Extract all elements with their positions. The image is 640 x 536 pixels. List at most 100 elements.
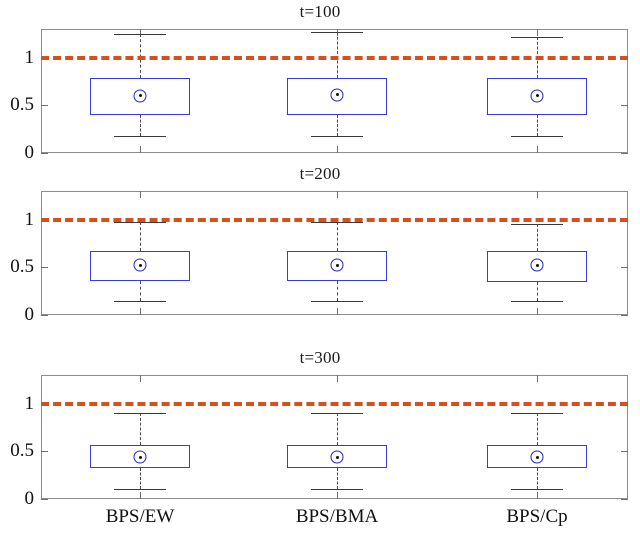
y-tick-mark (41, 105, 48, 107)
whisker-lower (140, 114, 141, 136)
y-tick-label: 0.5 (10, 440, 34, 462)
whisker-upper (140, 222, 141, 252)
y-tick-label: 0 (24, 488, 35, 509)
whisker-lower (140, 280, 141, 301)
whisker-cap-upper (114, 33, 166, 35)
y-tick-mark-right (621, 105, 628, 107)
x-tick-mark (537, 146, 538, 153)
whisker-lower (337, 467, 338, 489)
median-marker (133, 258, 147, 272)
whisker-lower (140, 467, 141, 489)
x-tick-mark (337, 308, 338, 315)
y-tick-label: 0.5 (10, 256, 34, 278)
median-marker (330, 88, 344, 102)
x-tick-mark (140, 146, 141, 153)
y-tick-mark-right (621, 315, 628, 316)
median-marker (330, 450, 344, 464)
whisker-cap-lower (114, 488, 166, 490)
whisker-cap-upper (511, 224, 563, 226)
y-tick-label: 0 (24, 142, 35, 163)
x-tick-mark (537, 308, 538, 315)
x-tick-mark-top (537, 29, 538, 36)
y-tick-label: 1 (24, 46, 35, 68)
median-marker (133, 450, 147, 464)
y-tick-mark (41, 315, 48, 316)
median-marker (530, 450, 544, 464)
whisker-cap-lower (511, 135, 563, 137)
whisker-lower (337, 280, 338, 301)
x-tick-mark (337, 492, 338, 499)
x-tick-mark-top (140, 191, 141, 198)
whisker-upper (537, 413, 538, 445)
y-tick-label: 1 (24, 208, 35, 230)
x-tick-mark-top (337, 375, 338, 382)
whisker-cap-upper (311, 31, 363, 33)
box-BPS-BMA (287, 251, 387, 281)
y-tick-label: 0 (24, 304, 35, 325)
x-category-label-2: BPS/BMA (295, 506, 379, 527)
y-tick-label: 0.5 (10, 94, 34, 116)
whisker-cap-lower (311, 300, 363, 302)
whisker-lower (537, 281, 538, 301)
whisker-cap-upper (114, 413, 166, 415)
box-BPS-Cp (487, 77, 587, 115)
whisker-upper (337, 31, 338, 78)
whisker-cap-lower (311, 135, 363, 137)
y-tick-mark-right (621, 451, 628, 453)
median-marker (530, 258, 544, 272)
y-tick-mark (41, 451, 48, 453)
whisker-cap-lower (511, 300, 563, 302)
box-BPS-BMA (287, 444, 387, 468)
box-BPS-Cp (487, 444, 587, 468)
reference-line (41, 401, 628, 406)
whisker-cap-upper (511, 413, 563, 415)
box-BPS-EW (90, 77, 190, 115)
box-BPS-BMA (287, 77, 387, 115)
plot-area-3 (41, 375, 628, 499)
box-BPS-EW (90, 251, 190, 281)
box-BPS-Cp (487, 251, 587, 282)
x-tick-mark-top (537, 375, 538, 382)
panel-title-3: t=300 (299, 348, 341, 367)
whisker-upper (337, 413, 338, 445)
median-marker (133, 89, 147, 103)
x-tick-mark (140, 308, 141, 315)
whisker-cap-upper (114, 222, 166, 224)
reference-line (41, 217, 628, 222)
x-category-label-1: BPS/EW (105, 506, 175, 527)
plot-area-1 (41, 29, 628, 153)
reference-line (41, 55, 628, 60)
whisker-upper (140, 413, 141, 445)
whisker-upper (537, 224, 538, 252)
y-tick-mark (41, 267, 48, 269)
x-tick-mark-top (140, 375, 141, 382)
x-category-label-3: BPS/Cp (506, 506, 568, 527)
y-tick-mark (41, 153, 48, 154)
x-tick-mark (140, 492, 141, 499)
whisker-cap-upper (511, 36, 563, 38)
y-tick-mark-right (621, 153, 628, 154)
box-BPS-EW (90, 444, 190, 468)
panel-title-1: t=100 (299, 2, 341, 21)
x-tick-mark-top (537, 191, 538, 198)
median-marker (530, 89, 544, 103)
whisker-lower (537, 114, 538, 136)
whisker-cap-lower (114, 135, 166, 137)
panel-title-2: t=200 (299, 164, 341, 183)
whisker-cap-upper (311, 222, 363, 224)
x-tick-mark (337, 146, 338, 153)
x-tick-mark-top (140, 29, 141, 36)
whisker-cap-upper (311, 413, 363, 415)
y-tick-mark-right (621, 499, 628, 500)
whisker-lower (537, 467, 538, 489)
whisker-cap-lower (511, 488, 563, 490)
whisker-upper (337, 222, 338, 252)
plot-area-2 (41, 191, 628, 315)
y-tick-mark (41, 499, 48, 500)
y-tick-mark-right (621, 267, 628, 269)
x-tick-mark-top (337, 191, 338, 198)
